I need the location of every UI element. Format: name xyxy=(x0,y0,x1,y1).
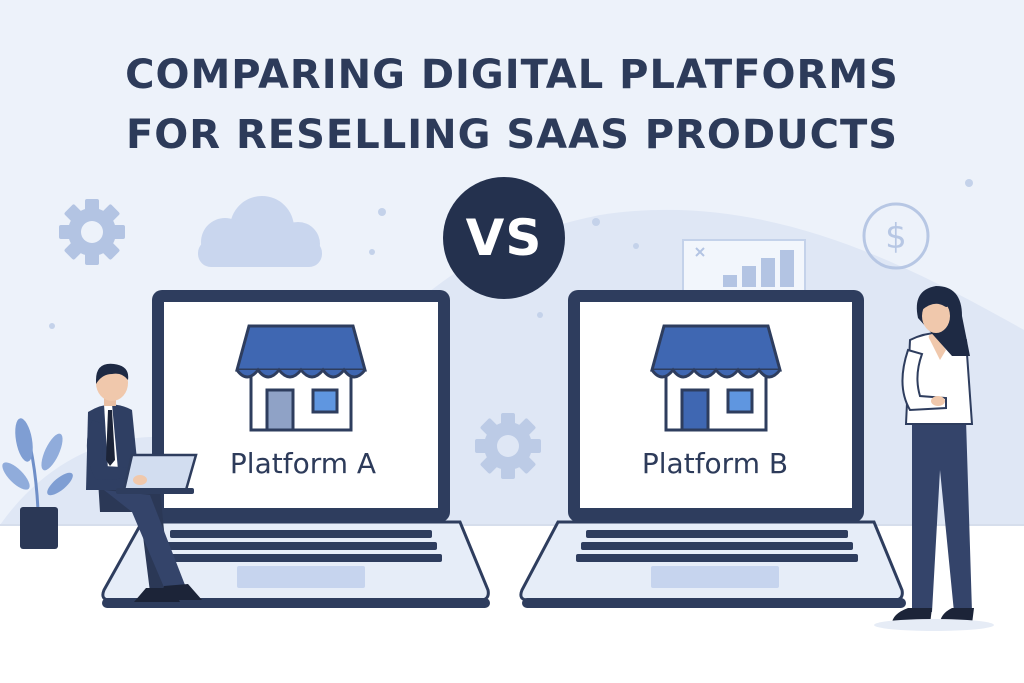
dollar-sign-icon: $ xyxy=(885,217,907,257)
dollar-coin-icon xyxy=(862,202,930,270)
laptop-b-keyboard xyxy=(576,530,858,562)
laptop-a-keyboard xyxy=(160,530,442,562)
gear-icon xyxy=(475,413,541,479)
cloud-icon xyxy=(198,196,322,267)
gear-icon xyxy=(59,199,125,265)
storefront-icon xyxy=(650,324,782,432)
storefront-icon xyxy=(235,324,367,432)
laptop-b-trackpad xyxy=(651,566,779,588)
businesswoman-figure xyxy=(874,286,994,631)
title-line-1: COMPARING DIGITAL PLATFORMS xyxy=(125,52,899,98)
vs-badge: VS xyxy=(443,177,565,299)
laptop-a-trackpad xyxy=(237,566,365,588)
platform-b-label: Platform B xyxy=(641,447,789,480)
decorative-dots xyxy=(49,179,973,329)
title-line-2: FOR RESELLING SAAS PRODUCTS xyxy=(125,112,899,158)
bar-chart-icon xyxy=(682,239,806,299)
businessman-figure xyxy=(86,363,202,602)
platform-a-label: Platform A xyxy=(229,447,377,480)
potted-plant xyxy=(2,418,73,549)
